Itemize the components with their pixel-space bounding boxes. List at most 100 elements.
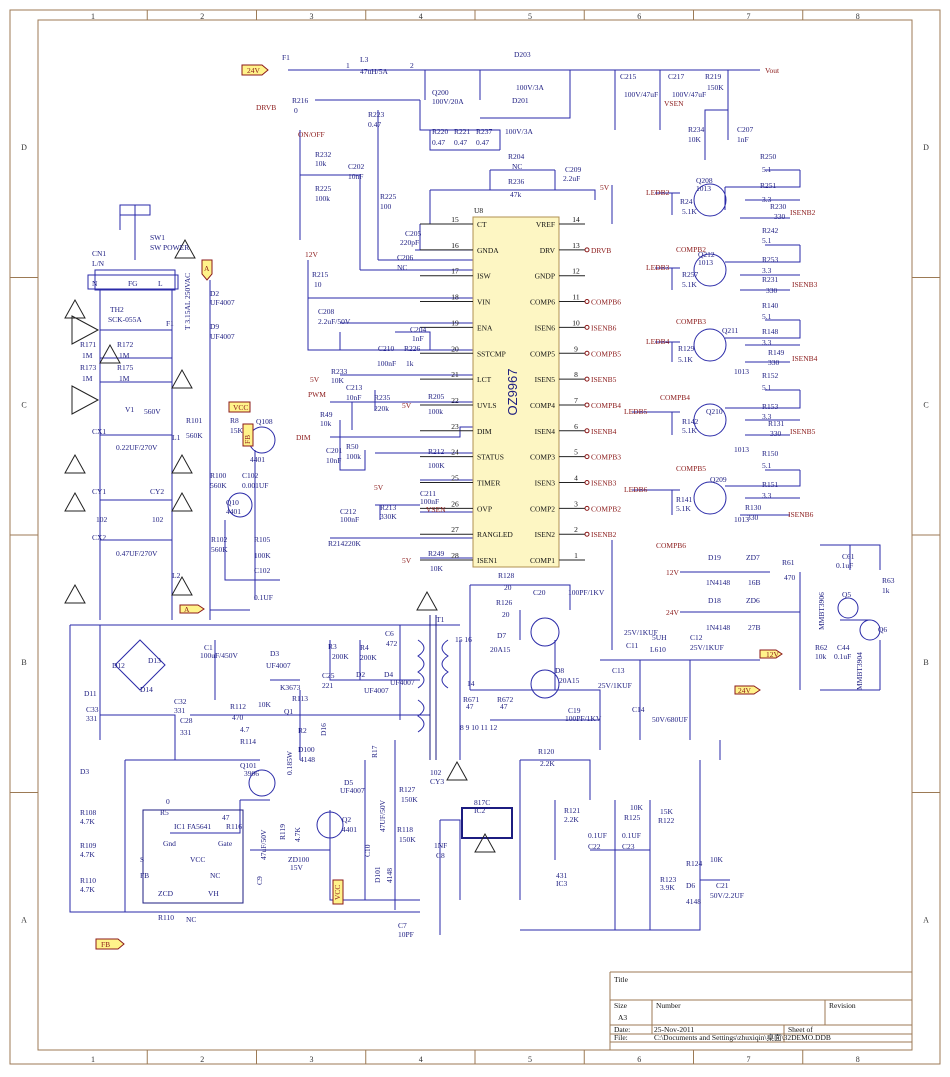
net-label: LEDB6 xyxy=(624,485,648,494)
component-label: C211 xyxy=(420,489,436,498)
net-label: COMPB2 xyxy=(676,245,706,254)
ic-pin-number: 1 xyxy=(574,551,578,560)
component-label: TH2 xyxy=(110,305,124,314)
component-label: Q2 xyxy=(342,815,351,824)
ic-pin-number: 26 xyxy=(451,499,459,508)
zone-row-label: C xyxy=(923,401,928,410)
component-label: 100k xyxy=(315,194,330,203)
net-label: FB xyxy=(243,435,252,444)
component-label: 0.001UF xyxy=(242,481,268,490)
component-label: 2.2uF xyxy=(563,174,580,183)
component-label: S xyxy=(140,855,144,864)
component-label: 470 xyxy=(784,573,796,582)
symbols xyxy=(64,64,881,950)
component-label: R214220K xyxy=(328,539,362,548)
ic-pin-name: LCT xyxy=(477,375,492,384)
component-label: D16 xyxy=(319,723,328,736)
component-label: 1k xyxy=(882,586,890,595)
component-label: UF4007 xyxy=(390,678,415,687)
component-label: 100V/3A xyxy=(516,83,545,92)
component-label: 0.1uF xyxy=(834,652,851,661)
component-label: C9 xyxy=(255,876,264,885)
ic-pin-number: 2 xyxy=(574,525,578,534)
component-label: CX2 xyxy=(92,533,106,542)
component-label: D2 xyxy=(210,289,219,298)
component-label: C28 xyxy=(180,716,193,725)
component-label: R113 xyxy=(292,694,308,703)
component-label: N xyxy=(92,279,98,288)
zone-col-label: 8 xyxy=(856,1055,860,1064)
component-label: 20 xyxy=(502,610,510,619)
ic-pin-name: RANGLED xyxy=(477,530,513,539)
component-label: Q108 xyxy=(256,417,273,426)
component-label: ZCD xyxy=(158,889,174,898)
component-label: R175 xyxy=(117,363,134,372)
component-label: C11 xyxy=(626,641,638,650)
component-label: R110 xyxy=(158,913,174,922)
net-label: A xyxy=(204,264,210,273)
net-port-label: ISENB3 xyxy=(591,479,617,488)
net-label: VCC xyxy=(233,403,248,412)
component-label: MMBT3906 xyxy=(817,592,826,630)
component-label: R250 xyxy=(760,152,777,161)
component-label: 3.3 xyxy=(762,412,772,421)
component-label: 431 xyxy=(556,871,568,880)
component-label: R24 xyxy=(680,197,693,206)
ic-pin-name: ISW xyxy=(477,272,492,281)
component-label: C204 xyxy=(410,325,427,334)
component-label: C202 xyxy=(348,162,365,171)
net-label: VCC xyxy=(333,885,342,900)
component-label: 10k xyxy=(815,652,827,661)
component-label: 2.2uF/50V xyxy=(318,317,351,326)
component-label: 472 xyxy=(386,639,398,648)
component-label: 1M xyxy=(119,374,130,383)
component-label: 0.1uF xyxy=(836,561,853,570)
component-label: 100V/47uF xyxy=(624,90,658,99)
component-label: 2 xyxy=(410,61,414,70)
ic-pin-name: COMP2 xyxy=(530,504,555,513)
component-label: 10k xyxy=(315,159,327,168)
component-label: 102 xyxy=(96,515,108,524)
component-label: 100k xyxy=(346,452,361,461)
net-label: 5V xyxy=(600,183,610,192)
component-label: 330 xyxy=(774,212,786,221)
component-label: C12 xyxy=(690,633,703,642)
transistor-q6 xyxy=(859,619,881,641)
component-label: 331 xyxy=(86,714,98,723)
component-label: R173 xyxy=(80,363,97,372)
zone-row-label: B xyxy=(21,658,26,667)
transistor-q10 xyxy=(227,492,253,518)
component-label: 10nF xyxy=(348,172,363,181)
component-label: 100nF xyxy=(420,497,439,506)
component-label: 1nF xyxy=(737,135,749,144)
component-label: C44 xyxy=(837,643,850,652)
component-label: 100V/20A xyxy=(432,97,464,106)
component-label: R105 xyxy=(254,535,271,544)
component-label: 20A15 xyxy=(490,645,511,654)
zone-row-label: A xyxy=(21,916,27,925)
transistor-q209 xyxy=(693,481,727,515)
component-label: 1M xyxy=(82,374,93,383)
component-label: R101 xyxy=(186,416,203,425)
ic-pin-name: GNDP xyxy=(535,272,555,281)
component-label: 10nF xyxy=(326,456,341,465)
net-port-label: COMPB2 xyxy=(591,504,621,513)
component-label: 10K xyxy=(630,803,644,812)
ic-pin-name: COMP1 xyxy=(530,556,555,565)
component-label: 4148 xyxy=(300,755,315,764)
component-label: 3.3 xyxy=(762,266,772,275)
component-label: 560K xyxy=(186,431,203,440)
component-label: 5.1K xyxy=(682,426,697,435)
component-label: C215 xyxy=(620,72,637,81)
component-label: 1013 xyxy=(734,515,749,524)
optocoupler-ic2 xyxy=(461,807,513,839)
component-label: 100PF/1KV xyxy=(565,714,602,723)
ic-pin-number: 8 xyxy=(574,370,578,379)
net-label: COMPB4 xyxy=(660,393,690,402)
file-value: C:\Documents and Settings\zhuxiqin\桌面\32… xyxy=(654,1032,831,1042)
component-label: F1 xyxy=(166,319,174,328)
component-label: IC3 xyxy=(556,879,568,888)
component-label: R225 xyxy=(380,192,397,201)
component-label: 25V/1KUF xyxy=(598,681,632,690)
